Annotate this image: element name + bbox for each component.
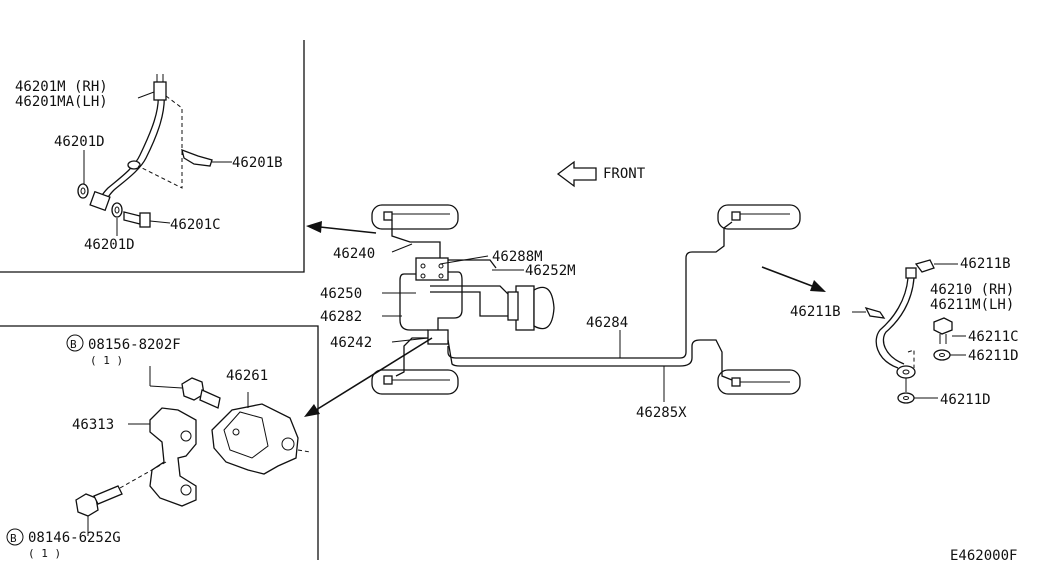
circle-b-icon-upper: B bbox=[66, 334, 84, 352]
front-direction-arrow-icon bbox=[556, 160, 597, 188]
label-front: FRONT bbox=[603, 166, 646, 182]
bracket-46261 bbox=[211, 403, 299, 475]
label-46210: 46210 (RH) bbox=[930, 282, 1014, 298]
bracket-46313 bbox=[149, 407, 197, 507]
label-46284: 46284 bbox=[586, 315, 628, 331]
label-bolt1-qty: ( 1 ) bbox=[90, 354, 123, 367]
callout-arrow-rear-hose bbox=[761, 266, 826, 292]
circle-b-icon-lower: B bbox=[6, 528, 24, 546]
label-08146-6252g: 08146-6252G bbox=[28, 530, 121, 546]
junction-block bbox=[427, 329, 449, 345]
label-46211m: 46211M(LH) bbox=[930, 297, 1014, 313]
callout-arrow-bracket bbox=[304, 337, 433, 417]
label-08156-8202f: 08156-8202F bbox=[88, 337, 181, 353]
top-left-detail-frame bbox=[0, 40, 305, 273]
label-46211d-upper: 46211D bbox=[968, 348, 1019, 364]
label-46242: 46242 bbox=[330, 335, 372, 351]
rear-brake-hose-detail bbox=[852, 259, 966, 404]
label-46201m: 46201M (RH) bbox=[15, 79, 108, 95]
svg-text:B: B bbox=[70, 338, 77, 351]
label-46201d-upper: 46201D bbox=[54, 134, 105, 150]
front-left-wheel bbox=[371, 204, 459, 230]
label-46201ma: 46201MA(LH) bbox=[15, 94, 108, 110]
rear-left-wheel bbox=[717, 204, 801, 230]
front-right-wheel bbox=[371, 369, 459, 395]
label-46201b: 46201B bbox=[232, 155, 283, 171]
label-46252m: 46252M bbox=[525, 263, 576, 279]
label-46250: 46250 bbox=[320, 286, 362, 302]
callout-arrow-front-hose bbox=[306, 221, 377, 234]
label-bolt2-qty: ( 1 ) bbox=[28, 547, 61, 560]
label-46201d-lower: 46201D bbox=[84, 237, 135, 253]
label-46211b-left: 46211B bbox=[790, 304, 841, 320]
vehicle-brake-layout bbox=[371, 204, 801, 395]
label-46211d-lower: 46211D bbox=[940, 392, 991, 408]
diagram-id: E462000F bbox=[950, 548, 1017, 564]
label-46313: 46313 bbox=[72, 417, 114, 433]
label-46261: 46261 bbox=[226, 368, 268, 384]
label-46211b-top: 46211B bbox=[960, 256, 1011, 272]
label-46240: 46240 bbox=[333, 246, 375, 262]
label-46282: 46282 bbox=[320, 309, 362, 325]
label-46285x: 46285X bbox=[636, 405, 687, 421]
label-46288m: 46288M bbox=[492, 249, 543, 265]
front-brake-hose-detail bbox=[77, 74, 232, 236]
bracket-assembly-detail bbox=[75, 366, 311, 536]
svg-text:B: B bbox=[10, 532, 17, 545]
brake-booster bbox=[533, 286, 555, 330]
label-46211c: 46211C bbox=[968, 329, 1019, 345]
bottom-left-detail-frame bbox=[0, 325, 319, 560]
master-cylinder bbox=[515, 285, 535, 331]
label-46201c: 46201C bbox=[170, 217, 221, 233]
